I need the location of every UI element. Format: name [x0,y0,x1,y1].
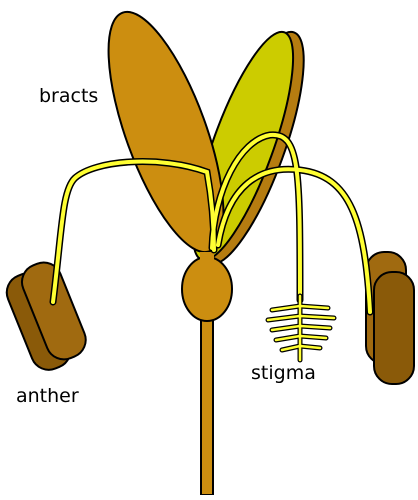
left-anther [0,257,93,375]
feathery-stigma [268,296,334,360]
bracts-label: bracts [39,87,98,106]
ovary-neck [200,252,214,266]
stigma-label: stigma [251,364,316,383]
ovary-node [182,257,232,321]
stalk [201,302,213,495]
right-anther [366,252,414,384]
anther-label: anther [16,387,79,406]
